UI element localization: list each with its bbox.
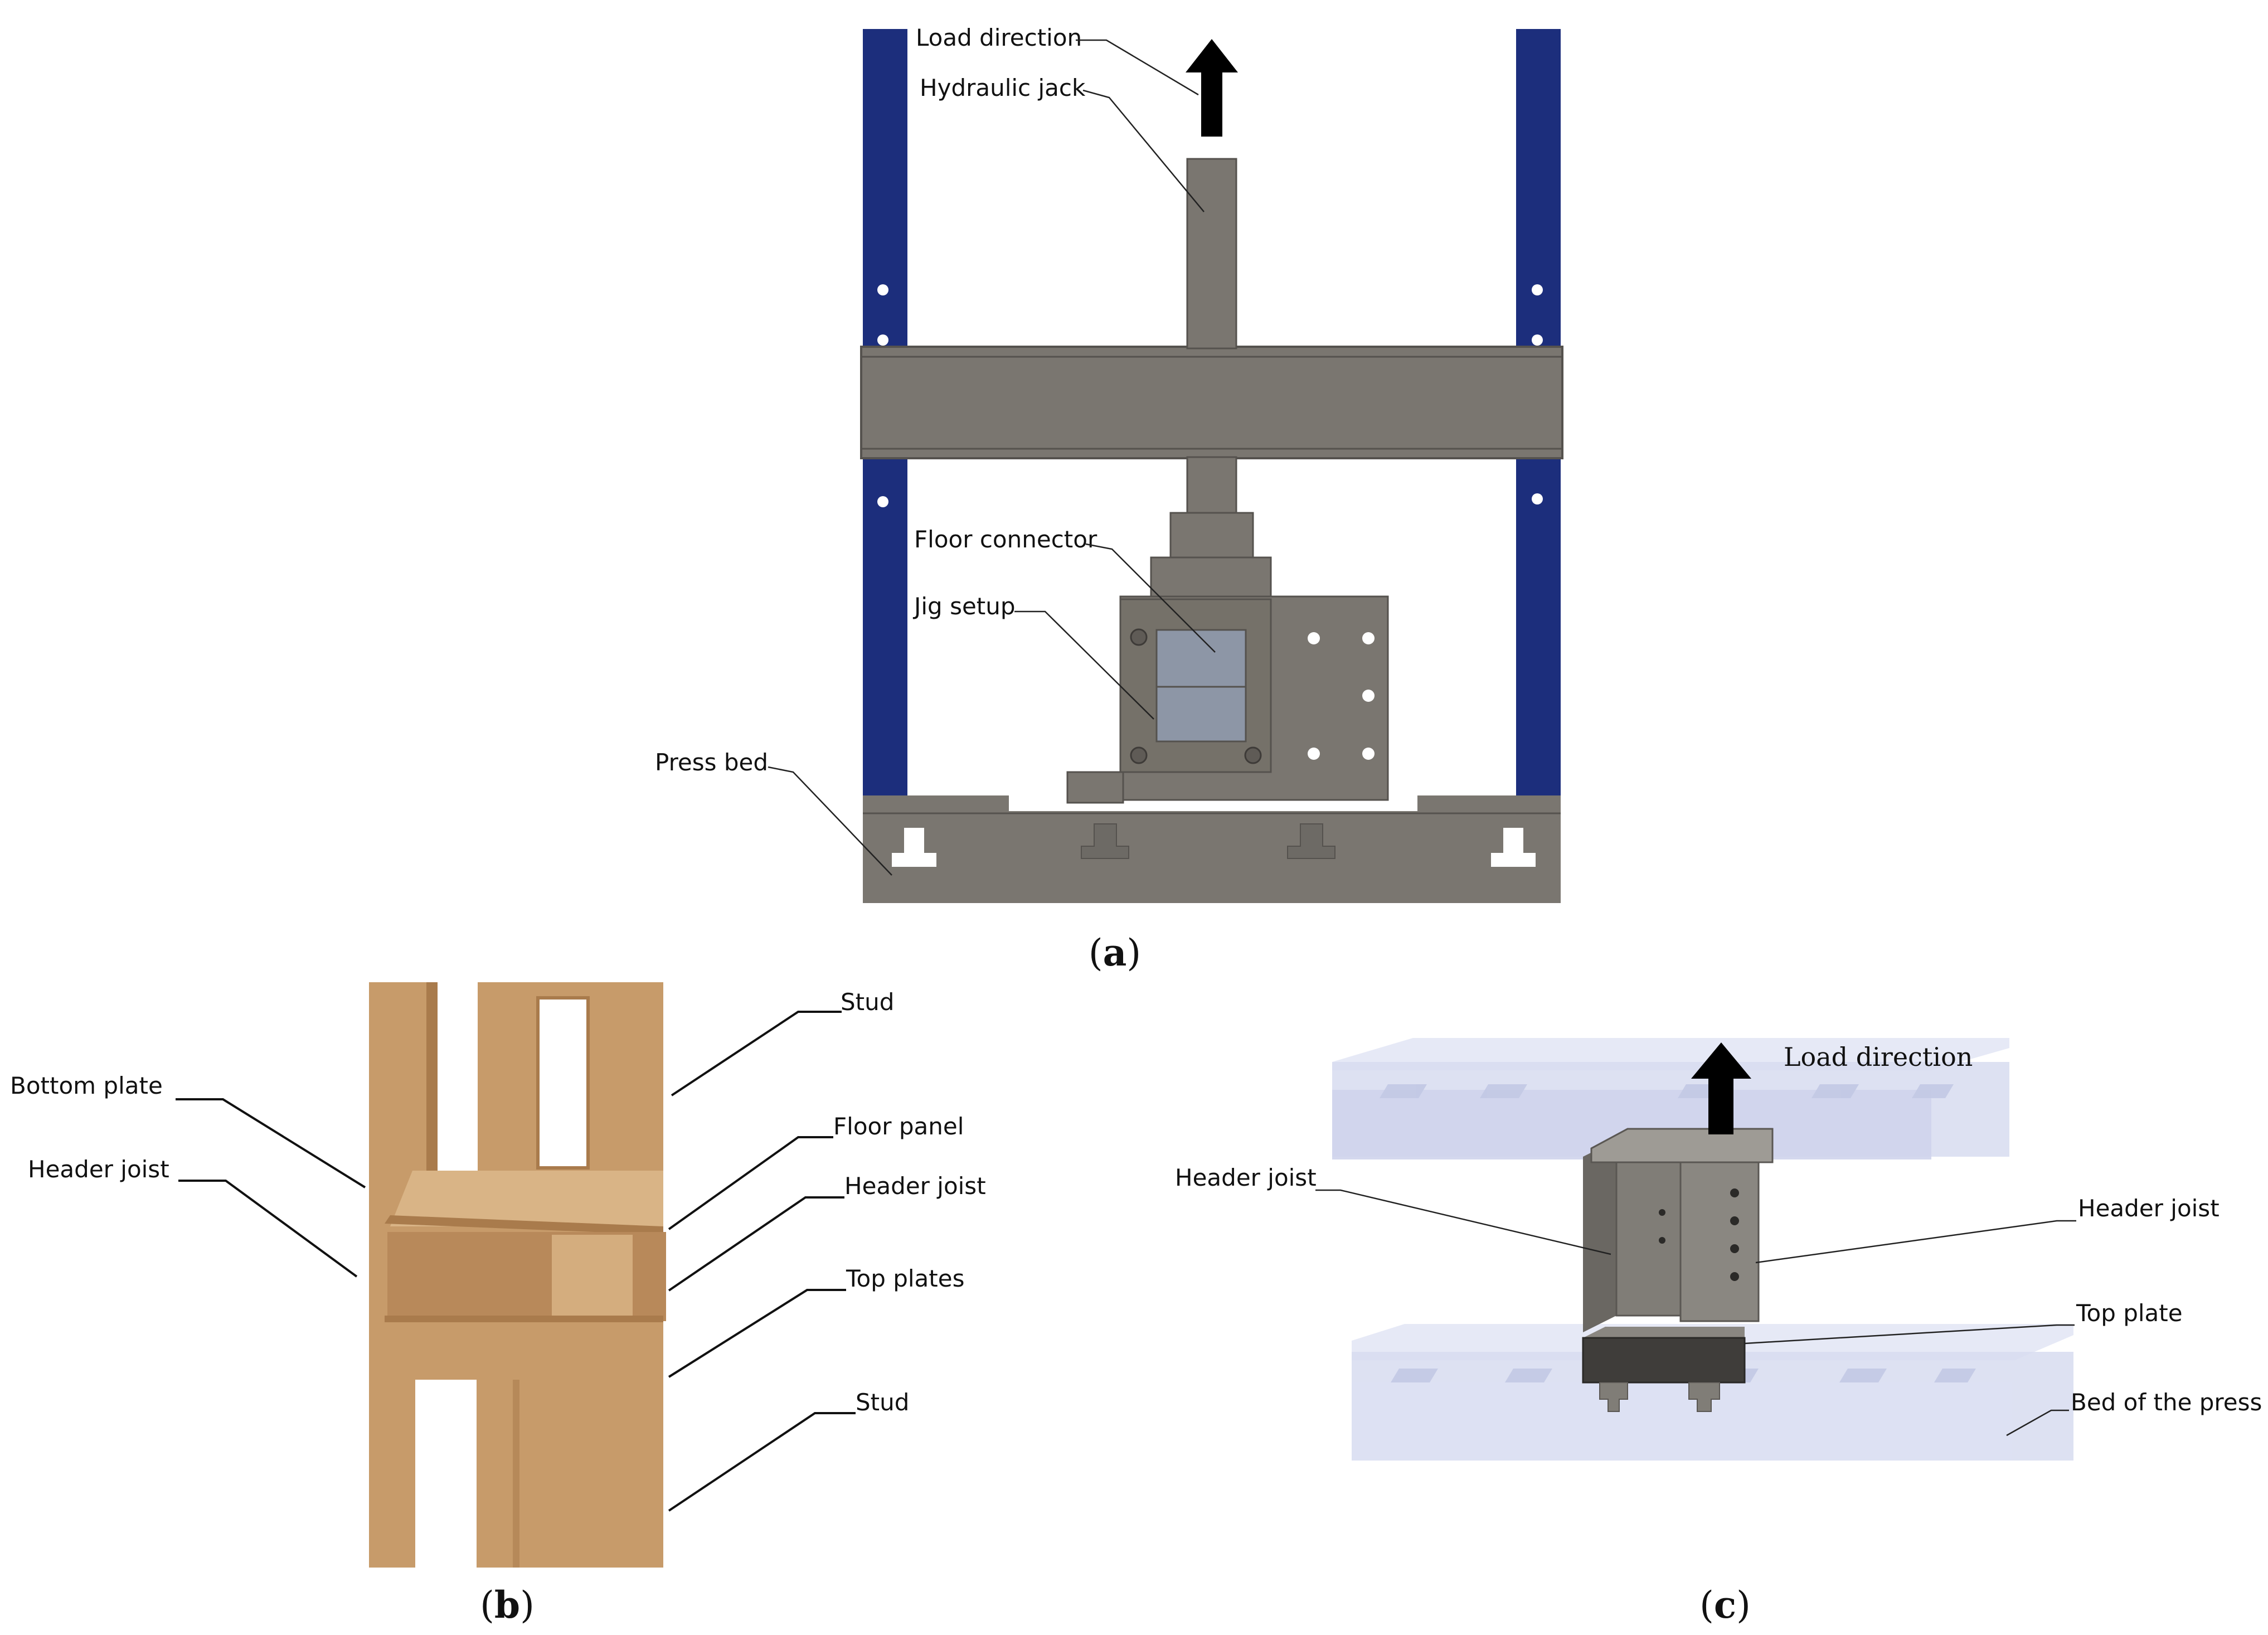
press-bed-raised-right — [1417, 795, 1561, 813]
leader-header-joist-right — [668, 1196, 844, 1292]
panel-b: Stud Bottom plate Floor panel Header joi… — [10, 982, 986, 1627]
load-direction-arrow-icon — [1186, 39, 1238, 137]
lower-bed-front — [1352, 1382, 2012, 1461]
left-column-lower — [863, 457, 907, 797]
jig-hole — [1362, 690, 1375, 702]
column-hole — [877, 284, 888, 295]
label-load-direction: Load direction — [1784, 1042, 1973, 1072]
jig-hole — [1308, 748, 1320, 760]
top-plate-top — [1583, 1327, 1745, 1338]
caption-a: (a) — [1089, 931, 1141, 974]
top-plates-edge — [385, 1316, 663, 1322]
leader-jig-setup — [1014, 610, 1154, 720]
left-column-upper — [863, 29, 907, 350]
panel-c: Load direction Header joist Header joist… — [1175, 1038, 2262, 1627]
floor-panel-shadow — [385, 1215, 663, 1235]
hydraulic-jack-rod — [1186, 158, 1237, 350]
hydraulic-jack-rod-lower — [1186, 456, 1237, 517]
top-plate — [1582, 1337, 1746, 1384]
jig-hole — [1362, 632, 1375, 644]
jig-top-flange — [1590, 1128, 1774, 1163]
column-hole — [877, 496, 888, 507]
t-slot — [1491, 828, 1536, 867]
header-joist-side — [552, 1235, 633, 1318]
jig-hole — [1362, 748, 1375, 760]
press-bed-raised-left — [863, 795, 1009, 813]
top-plates — [385, 1318, 663, 1380]
top-plate-foot-right — [1688, 1382, 1720, 1412]
load-direction-arrow-icon — [1691, 1042, 1751, 1134]
bolt-icon — [1244, 746, 1262, 764]
floor-connector-specimen — [1155, 629, 1247, 743]
label-jig-setup: Jig setup — [912, 593, 1016, 620]
header-joist-block-left — [1583, 1140, 1616, 1332]
leader-header-joist-left — [1315, 1189, 1611, 1255]
label-stud-top: Stud — [841, 988, 894, 1016]
label-load-direction: Load direction — [916, 24, 1082, 51]
leader-header-joist-right — [1755, 1220, 2076, 1264]
right-column-upper — [1516, 29, 1561, 350]
upper-gap-shadow — [426, 982, 438, 1172]
t-slot — [892, 828, 936, 867]
lower-stud-left — [369, 1380, 415, 1568]
header-joist-block-front-left — [1615, 1139, 1682, 1317]
bolt-icon — [1130, 746, 1148, 764]
leader-press-bed — [768, 766, 892, 876]
leader-load-direction — [1076, 39, 1199, 96]
panel-a: Load direction Hydraulic jack Floor conn… — [655, 24, 1563, 974]
label-floor-panel: Floor panel — [833, 1113, 964, 1140]
label-floor-connector: Floor connector — [914, 526, 1097, 553]
crossbeam — [860, 346, 1563, 459]
column-hole — [877, 334, 888, 346]
t-slot — [1081, 823, 1129, 859]
leader-stud-top — [671, 1011, 842, 1097]
caption-b: (b) — [480, 1583, 535, 1627]
leader-top-plates — [668, 1289, 846, 1378]
label-stud-bottom: Stud — [856, 1389, 909, 1416]
leader-bed-of-the-press — [2006, 1409, 2069, 1437]
column-hole — [1532, 334, 1543, 346]
label-top-plate: Top plate — [2076, 1299, 2183, 1327]
press-bed — [863, 811, 1561, 903]
jig-holes — [1659, 1188, 1739, 1281]
leader-top-plate — [1744, 1324, 2075, 1345]
label-hydraulic-jack: Hydraulic jack — [920, 74, 1086, 101]
label-header-joist-right: Header joist — [844, 1172, 986, 1200]
jig-hole — [1308, 632, 1320, 644]
leader-hydraulic-jack — [1082, 89, 1205, 212]
label-header-joist-left: Header joist — [1175, 1164, 1317, 1191]
lower-gap — [415, 1380, 477, 1568]
upper-window — [536, 996, 590, 1170]
leader-header-joist-left — [178, 1180, 358, 1278]
label-press-bed: Press bed — [655, 749, 768, 776]
column-hole — [1532, 284, 1543, 295]
lower-stud-shade — [513, 1380, 519, 1568]
jig-foot — [1066, 771, 1124, 804]
leader-bottom-plate — [176, 1098, 366, 1188]
bolt-icon — [1130, 628, 1148, 646]
leader-stud-bottom — [668, 1412, 856, 1512]
label-bed-of-the-press: Bed of the press — [2071, 1389, 2262, 1416]
top-plate-foot-left — [1599, 1382, 1628, 1412]
lower-stud-right — [477, 1380, 663, 1568]
leader-floor-panel — [668, 1136, 833, 1230]
right-column-lower — [1516, 457, 1561, 797]
label-bottom-plate: Bottom plate — [10, 1072, 163, 1099]
label-top-plates: Top plates — [846, 1265, 964, 1292]
leader-floor-connector — [1085, 543, 1216, 653]
label-header-joist-right: Header joist — [2078, 1195, 2220, 1222]
column-hole — [1532, 493, 1543, 504]
label-header-joist-left: Header joist — [28, 1156, 169, 1183]
caption-c: (c) — [1699, 1583, 1751, 1627]
t-slot — [1287, 823, 1335, 859]
floor-panel — [390, 1171, 663, 1226]
header-joist-block-front-right — [1679, 1147, 1760, 1322]
connector-flange — [1150, 556, 1272, 603]
